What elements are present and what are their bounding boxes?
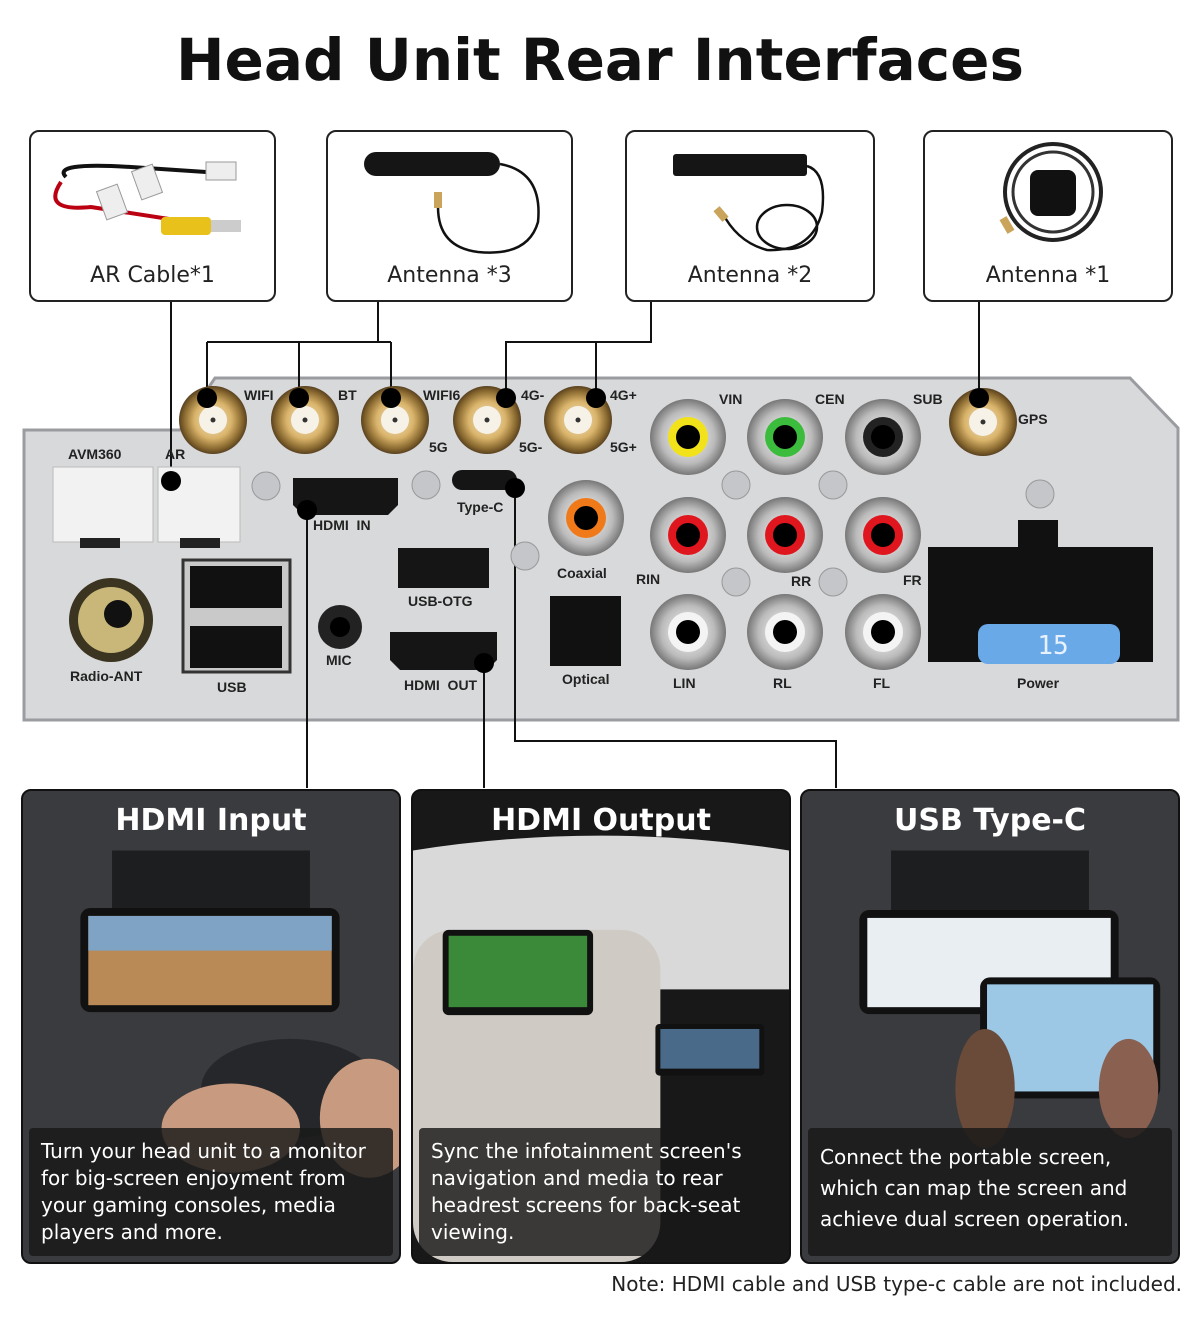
card-caption: Turn your head unit to a monitor for big… bbox=[29, 1128, 393, 1256]
antenna-image bbox=[673, 154, 825, 252]
label-vin: VIN bbox=[719, 391, 742, 407]
avm360-port bbox=[52, 466, 154, 543]
page-title: Head Unit Rear Interfaces bbox=[176, 26, 1024, 94]
label-cen: CEN bbox=[815, 391, 845, 407]
accessory-ar-cable: AR Cable*1 bbox=[29, 130, 276, 302]
label-lin: LIN bbox=[673, 675, 696, 691]
label-mic: MIC bbox=[326, 652, 352, 668]
fuse bbox=[978, 624, 1120, 664]
label-usb: USB bbox=[217, 679, 247, 695]
card-title: HDMI Output bbox=[491, 803, 711, 838]
accessory-label: Antenna *3 bbox=[387, 263, 512, 288]
label-rin: RIN bbox=[636, 571, 660, 587]
rear-panel-diagram: 15 WIFI BT WIFI6 5G 4G- 5G- 4G+ 5G+ AVM3… bbox=[22, 302, 1180, 788]
label-rr: RR bbox=[791, 573, 811, 589]
accessory-antenna-2: Antenna *2 bbox=[625, 130, 875, 302]
usb-type-c-photo bbox=[802, 791, 1178, 1262]
accessory-antenna-3: Antenna *3 bbox=[326, 130, 573, 302]
connector-lines bbox=[170, 302, 980, 788]
hdmi-in-port bbox=[293, 478, 398, 515]
accessory-label: Antenna *2 bbox=[687, 263, 813, 288]
rca-ports bbox=[650, 399, 921, 670]
fuse-rating: 15 bbox=[1037, 631, 1068, 661]
label-5g-minus: 5G- bbox=[519, 439, 543, 455]
label-5g-plus: 5G+ bbox=[610, 439, 637, 455]
callout-dots bbox=[161, 388, 989, 673]
card-title: HDMI Input bbox=[115, 803, 307, 838]
label-usb-otg: USB-OTG bbox=[408, 593, 473, 609]
optical-port bbox=[550, 596, 621, 666]
label-5g: 5G bbox=[429, 439, 448, 455]
card-usb-type-c: USB Type-C Connect the portable screen, … bbox=[800, 789, 1180, 1264]
label-ar: AR bbox=[165, 446, 185, 462]
label-bt: BT bbox=[338, 387, 357, 403]
footnote: Note: HDMI cable and USB type-c cable ar… bbox=[611, 1272, 1182, 1296]
mic-port bbox=[330, 617, 350, 637]
label-sub: SUB bbox=[913, 391, 943, 407]
label-avm360: AVM360 bbox=[68, 446, 122, 462]
card-caption: Connect the portable screen, which can m… bbox=[808, 1128, 1172, 1256]
type-c-port bbox=[452, 470, 517, 490]
label-coaxial: Coaxial bbox=[557, 565, 607, 581]
label-4g-minus: 4G- bbox=[521, 387, 545, 403]
label-power: Power bbox=[1017, 675, 1060, 691]
card-hdmi-output: HDMI Output Sync the infotainment screen… bbox=[411, 789, 791, 1264]
accessory-antenna-1: Antenna *1 bbox=[923, 130, 1173, 302]
ar-cable-image bbox=[53, 161, 241, 235]
label-hdmi-in: HDMI IN bbox=[313, 517, 371, 533]
card-title: USB Type-C bbox=[893, 803, 1087, 838]
label-radio-ant: Radio-ANT bbox=[70, 668, 143, 684]
gps-antenna-image bbox=[999, 142, 1103, 242]
label-fr: FR bbox=[903, 572, 922, 588]
label-optical: Optical bbox=[562, 671, 609, 687]
accessory-label: Antenna *1 bbox=[985, 263, 1111, 288]
label-rl: RL bbox=[773, 675, 792, 691]
label-gps: GPS bbox=[1018, 411, 1048, 427]
label-wifi: WIFI bbox=[244, 387, 274, 403]
power-port bbox=[1018, 520, 1058, 550]
label-4g-plus: 4G+ bbox=[610, 387, 637, 403]
label-wifi6: WIFI6 bbox=[423, 387, 461, 403]
label-type-c: Type-C bbox=[457, 499, 503, 515]
card-hdmi-input: HDMI Input Turn your head unit to a moni… bbox=[21, 789, 401, 1264]
label-fl: FL bbox=[873, 675, 891, 691]
usb-otg-port bbox=[398, 548, 489, 588]
label-hdmi-out: HDMI OUT bbox=[404, 677, 478, 693]
antenna-image bbox=[364, 152, 540, 254]
card-caption: Sync the infotainment screen's navigatio… bbox=[419, 1128, 783, 1256]
hdmi-out-port bbox=[390, 632, 497, 670]
accessory-label: AR Cable*1 bbox=[90, 263, 215, 288]
